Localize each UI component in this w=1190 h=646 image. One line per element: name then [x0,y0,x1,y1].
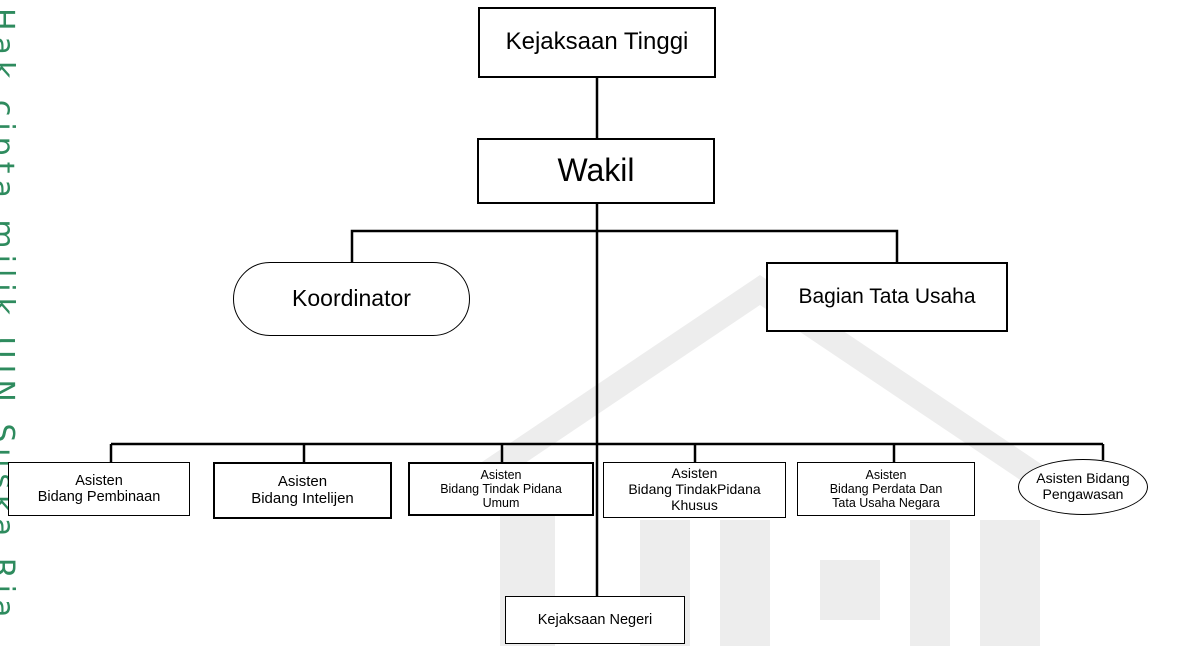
node-asisten-pembinaan-line-2: Bidang Pembinaan [37,489,161,505]
node-kejaksaan-negeri: Kejaksaan Negeri [505,596,685,644]
node-asisten-pembinaan: Asisten Bidang Pembinaan [8,462,190,516]
node-asisten-pidum-line-1: Asisten [480,468,522,482]
node-asisten-pidsus-line-2: Bidang TindakPidana [628,481,761,498]
node-asisten-pengawasan: Asisten Bidang Pengawasan [1018,459,1148,515]
node-asisten-pidum-line-3: Umum [482,496,520,510]
node-bagian-tata-usaha-label: Bagian Tata Usaha [798,285,976,309]
node-asisten-pengawasan-line-1: Asisten Bidang [1036,470,1130,487]
node-kejaksaan-tinggi: Kejaksaan Tinggi [478,7,716,78]
node-koordinator-label: Koordinator [292,285,411,312]
node-bagian-tata-usaha: Bagian Tata Usaha [766,262,1008,332]
node-asisten-pidsus: Asisten Bidang TindakPidana Khusus [603,462,786,518]
node-asisten-datun: Asisten Bidang Perdata Dan Tata Usaha Ne… [797,462,975,516]
node-asisten-pidsus-line-3: Khusus [671,496,718,513]
node-wakil-label: Wakil [557,152,635,189]
node-asisten-datun-line-1: Asisten [865,468,907,482]
node-asisten-datun-line-2: Bidang Perdata Dan [829,482,943,496]
node-kejaksaan-tinggi-label: Kejaksaan Tinggi [505,28,689,56]
node-asisten-intelijen-line-2: Bidang Intelijen [251,489,354,507]
node-kejaksaan-negeri-label: Kejaksaan Negeri [537,611,653,628]
line-staff-branch [350,229,899,262]
node-asisten-pidum-line-2: Bidang Tindak Pidana [440,482,562,496]
node-asisten-intelijen: Asisten Bidang Intelijen [213,462,392,519]
node-asisten-datun-line-3: Tata Usaha Negara [832,496,940,510]
node-asisten-pidsus-line-1: Asisten [671,465,718,482]
node-wakil: Wakil [477,138,715,204]
node-asisten-pembinaan-line-1: Asisten [75,472,123,489]
node-asisten-pengawasan-line-2: Pengawasan [1042,486,1124,502]
node-asisten-pidum: Asisten Bidang Tindak Pidana Umum [408,462,594,516]
node-asisten-intelijen-line-1: Asisten [277,472,328,490]
node-koordinator: Koordinator [233,262,470,336]
